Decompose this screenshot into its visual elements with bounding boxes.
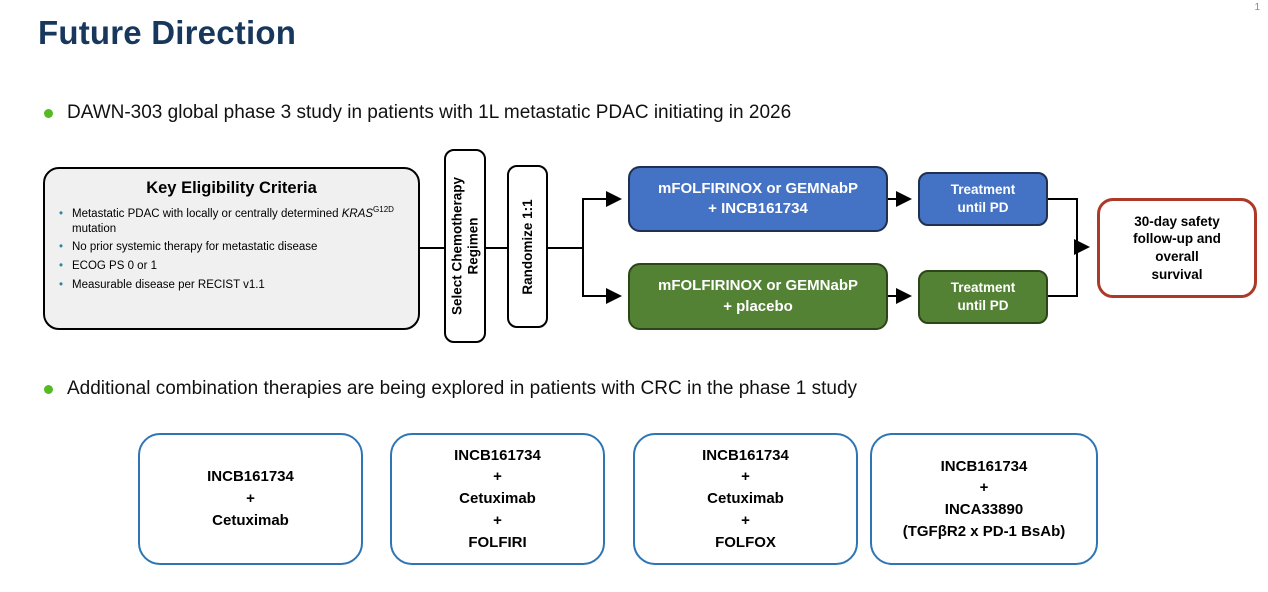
page-title: Future Direction bbox=[38, 14, 297, 51]
eligibility-item-ecog: • ECOG PS 0 or 1 bbox=[57, 259, 406, 274]
outcome-box: 30-day safety follow-up and overall surv… bbox=[1097, 198, 1257, 298]
green-bullet-icon bbox=[44, 385, 53, 394]
green-bullet-icon bbox=[44, 109, 53, 118]
eligibility-item-no-prior-therapy: • No prior systemic therapy for metastat… bbox=[57, 240, 406, 255]
kras-gene-label: KRAS bbox=[341, 208, 374, 220]
bullet-study-text: DAWN-303 global phase 3 study in patient… bbox=[67, 102, 792, 123]
treatment-until-pd-top-box: Treatment until PD bbox=[918, 172, 1048, 226]
combo-box-cetuximab: INCB161734 + Cetuximab bbox=[138, 433, 363, 565]
select-regimen-label: Select Chemotherapy Regimen bbox=[449, 176, 480, 316]
combo-box-cetuximab-folfiri: INCB161734 + Cetuximab + FOLFIRI bbox=[390, 433, 605, 565]
treatment-until-pd-bottom-box: Treatment until PD bbox=[918, 270, 1048, 324]
teal-bullet-icon: • bbox=[59, 278, 64, 291]
randomize-label: Randomize 1:1 bbox=[519, 198, 535, 295]
eligibility-item-kras: • Metastatic PDAC with locally or centra… bbox=[57, 205, 406, 236]
teal-bullet-icon: • bbox=[59, 208, 64, 220]
eligibility-item-kras-prefix: Metastatic PDAC with locally or centrall… bbox=[72, 208, 342, 220]
kras-mutation-superscript: G12D bbox=[373, 205, 394, 215]
teal-bullet-icon: • bbox=[59, 260, 64, 273]
eligibility-box: Key Eligibility Criteria • Metastatic PD… bbox=[43, 167, 420, 330]
eligibility-title: Key Eligibility Criteria bbox=[146, 179, 317, 197]
eligibility-item-recist: • Measurable disease per RECIST v1.1 bbox=[57, 278, 406, 293]
bullet-study: DAWN-303 global phase 3 study in patient… bbox=[44, 101, 1224, 125]
randomize-box: Randomize 1:1 bbox=[507, 165, 548, 328]
combo-box-cetuximab-folfox: INCB161734 + Cetuximab + FOLFOX bbox=[633, 433, 858, 565]
arm-control-box: mFOLFIRINOX or GEMNabP + placebo bbox=[628, 263, 888, 330]
bullet-additional-text: Additional combination therapies are bei… bbox=[67, 378, 858, 399]
combo-box-inca33890: INCB161734 + INCA33890 (TGFβR2 x PD-1 Bs… bbox=[870, 433, 1098, 565]
select-regimen-box: Select Chemotherapy Regimen bbox=[444, 149, 486, 343]
teal-bullet-icon: • bbox=[59, 241, 64, 254]
arm-experimental-box: mFOLFIRINOX or GEMNabP + INCB161734 bbox=[628, 166, 888, 232]
eligibility-item-text: Measurable disease per RECIST v1.1 bbox=[72, 278, 265, 291]
eligibility-item-text: No prior systemic therapy for metastatic… bbox=[72, 241, 318, 254]
bullet-additional: Additional combination therapies are bei… bbox=[44, 377, 1224, 401]
eligibility-item-text: ECOG PS 0 or 1 bbox=[72, 260, 158, 273]
page-number: 1 bbox=[1254, 2, 1260, 13]
eligibility-item-kras-suffix: mutation bbox=[72, 222, 117, 235]
